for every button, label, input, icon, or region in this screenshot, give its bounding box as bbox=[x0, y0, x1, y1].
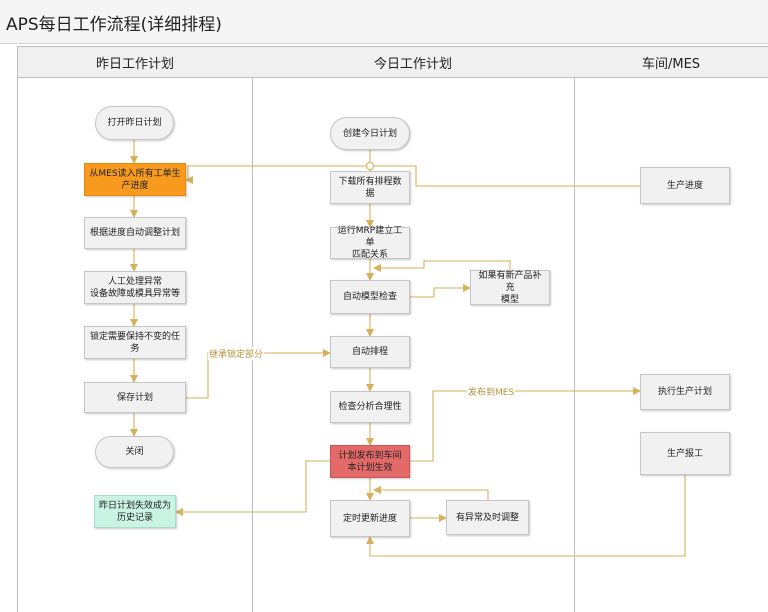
auto-model-check-node[interactable]: 自动模型检查 bbox=[330, 280, 410, 314]
lane-header-today: 今日工作计划 bbox=[252, 46, 574, 78]
close-node[interactable]: 关闭 bbox=[95, 436, 174, 468]
publish-line-2: 本计划生效 bbox=[347, 462, 393, 473]
execute-plan-node[interactable]: 执行生产计划 bbox=[640, 374, 730, 410]
run-mrp-line-1: 运行MRP建立工单 bbox=[337, 226, 403, 248]
lock-tasks-node[interactable]: 锁定需要保持不变的任务 bbox=[84, 326, 186, 359]
lane-label-today: 今日工作计划 bbox=[373, 56, 452, 72]
create-today-plan-node[interactable]: 创建今日计划 bbox=[330, 117, 410, 150]
manual-exception-node[interactable]: 人工处理异常 设备故障或模具异常等 bbox=[84, 271, 186, 304]
publish-line-1: 计划发布到车间 bbox=[338, 450, 402, 461]
download-data-node[interactable]: 下载所有排程数据 bbox=[330, 171, 410, 204]
page-title: APS每日工作流程(详细排程) bbox=[6, 15, 222, 35]
lane-header-workshop: 车间/MES bbox=[574, 46, 768, 78]
lane-divider-left bbox=[17, 46, 18, 612]
supplement-line-1: 如果有新产品补充 bbox=[478, 270, 542, 293]
auto-schedule-node[interactable]: 自动排程 bbox=[330, 336, 410, 368]
edge-supplement-back bbox=[373, 260, 511, 272]
lane-label-yesterday: 昨日工作计划 bbox=[95, 56, 174, 72]
manual-exception-line-1: 人工处理异常 bbox=[107, 276, 162, 287]
edge-adjust-back bbox=[373, 486, 489, 500]
history-line-2: 历史记录 bbox=[116, 512, 153, 523]
publish-plan-node[interactable]: 计划发布到车间 本计划生效 bbox=[330, 445, 410, 478]
save-plan-node[interactable]: 保存计划 bbox=[84, 382, 186, 413]
open-yesterday-plan-node[interactable]: 打开昨日计划 bbox=[95, 106, 174, 140]
supplement-line-2: 模型 bbox=[500, 294, 519, 305]
run-mrp-line-2: 匹配关系 bbox=[351, 250, 388, 260]
lane-divider-2 bbox=[574, 78, 575, 612]
auto-adjust-plan-node[interactable]: 根据进度自动调整计划 bbox=[84, 217, 186, 249]
history-line-1: 昨日计划失效成为 bbox=[99, 500, 172, 511]
production-progress-node[interactable]: 生产进度 bbox=[640, 167, 730, 204]
lane-divider-1 bbox=[252, 78, 253, 612]
edge-publish-to-history bbox=[175, 460, 330, 516]
run-mrp-node[interactable]: 运行MRP建立工单 匹配关系 bbox=[330, 226, 410, 260]
junction-marker bbox=[365, 161, 375, 171]
periodic-update-node[interactable]: 定时更新进度 bbox=[330, 500, 410, 537]
lane-header-yesterday: 昨日工作计划 bbox=[18, 46, 252, 78]
production-report-node[interactable]: 生产报工 bbox=[640, 432, 730, 475]
lane-label-workshop: 车间/MES bbox=[641, 56, 701, 72]
edge-modelcheck-to-supplement bbox=[410, 284, 471, 298]
edge-label-inherit-locked: 继承锁定部分 bbox=[208, 347, 265, 360]
edge-label-publish-to-mes: 发布到MES bbox=[467, 385, 516, 398]
adjust-exception-node[interactable]: 有异常及时调整 bbox=[446, 500, 529, 535]
import-from-mes-node[interactable]: 从MES读入所有工单生产进度 bbox=[84, 163, 186, 196]
supplement-model-node[interactable]: 如果有新产品补充 模型 bbox=[470, 270, 550, 305]
edge-progress-to-import bbox=[185, 165, 640, 187]
manual-exception-line-2: 设备故障或模具异常等 bbox=[89, 288, 180, 299]
check-analysis-node[interactable]: 检查分析合理性 bbox=[330, 391, 410, 423]
edge-save-inherit-to-schedule bbox=[186, 349, 331, 399]
edge-publish-to-execute bbox=[410, 387, 641, 462]
edge-report-to-update bbox=[366, 475, 686, 557]
title-bar: APS每日工作流程(详细排程) bbox=[0, 0, 768, 44]
history-record-node[interactable]: 昨日计划失效成为 历史记录 bbox=[94, 495, 176, 528]
